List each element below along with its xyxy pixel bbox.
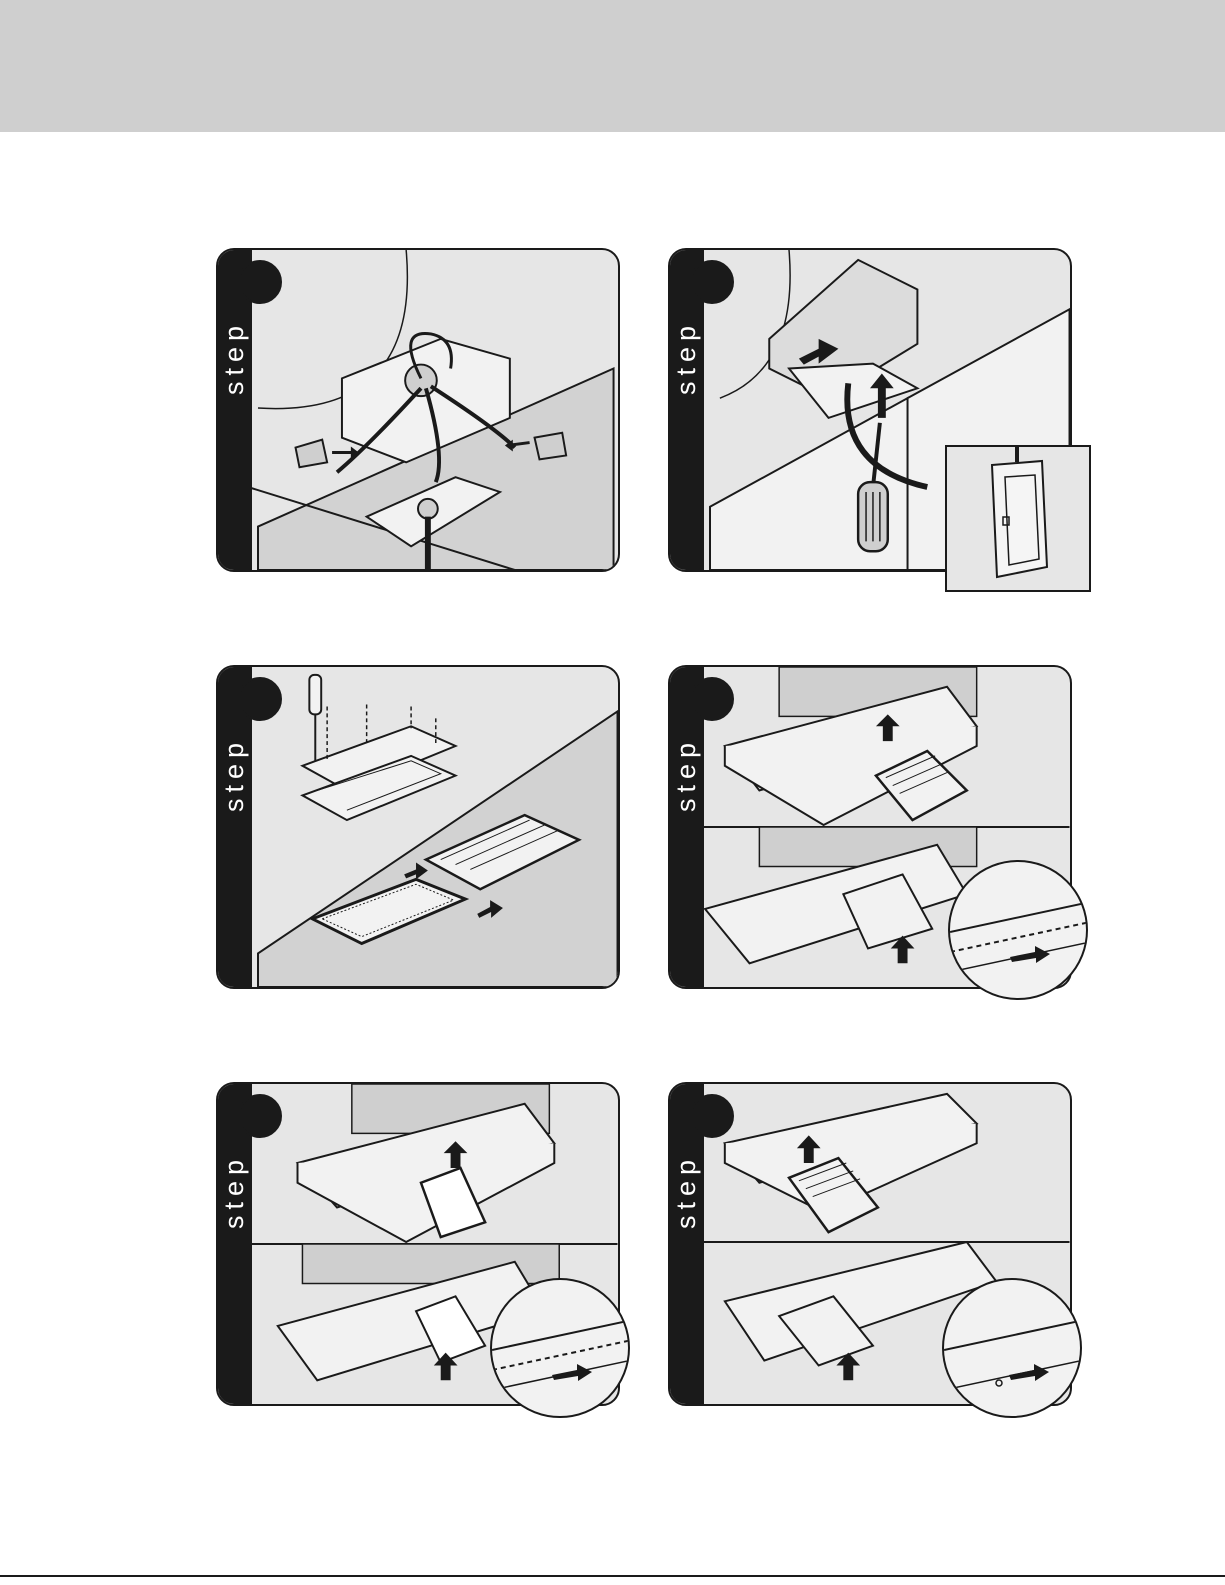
step-label: step xyxy=(674,729,700,819)
step-label: step xyxy=(674,1146,700,1236)
step-label: step xyxy=(222,729,248,819)
step-label: step xyxy=(222,1146,248,1236)
screwdriver-icon xyxy=(309,675,321,761)
magnifier-inset-icon xyxy=(490,1278,630,1418)
bottom-rule xyxy=(0,1575,1225,1577)
filter-assembly-illustration xyxy=(218,667,618,987)
breaker-panel-inset xyxy=(945,445,1091,592)
magnifier-inset-icon xyxy=(942,1278,1082,1418)
step-number-badge xyxy=(690,677,734,721)
step-number-badge xyxy=(690,260,734,304)
step-panel-3: step xyxy=(216,665,620,989)
step-panel-1: step xyxy=(216,248,620,572)
step-number-badge xyxy=(690,1094,734,1138)
step-number-badge xyxy=(238,260,282,304)
step-label: step xyxy=(222,312,248,402)
step-number-badge xyxy=(238,1094,282,1138)
wiring-illustration xyxy=(218,250,618,570)
step-number-badge xyxy=(238,677,282,721)
breaker-panel-icon xyxy=(947,447,1089,590)
header-band xyxy=(0,0,1225,132)
magnifier-inset-icon xyxy=(948,860,1088,1000)
step-label: step xyxy=(674,312,700,402)
